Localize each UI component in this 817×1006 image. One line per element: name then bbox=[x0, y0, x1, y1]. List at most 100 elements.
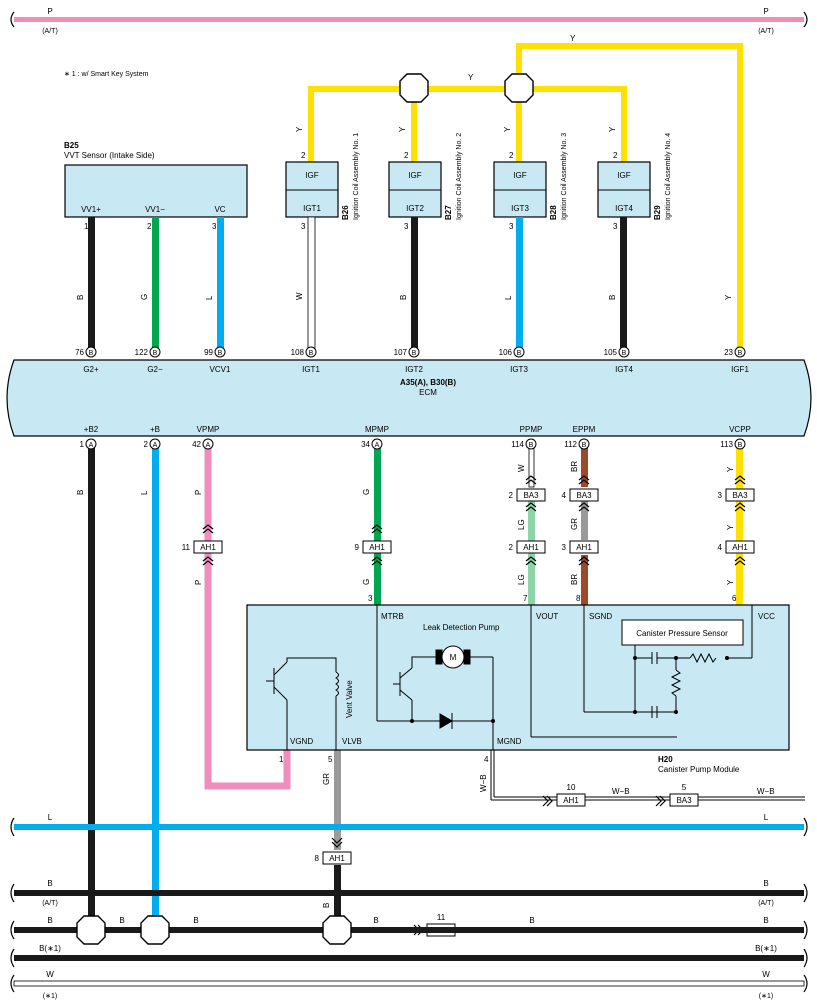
svg-text:4: 4 bbox=[484, 755, 489, 764]
splice-igf-1 bbox=[399, 73, 429, 103]
bus-note: (A/T) bbox=[42, 28, 58, 35]
bus-b-main: B B B B B B bbox=[10, 916, 808, 940]
svg-text:B: B bbox=[47, 879, 52, 888]
svg-text:76: 76 bbox=[75, 348, 84, 357]
bus-note: (A/T) bbox=[758, 28, 774, 35]
svg-text:2: 2 bbox=[144, 440, 149, 449]
svg-text:B: B bbox=[119, 916, 124, 925]
svg-text:A: A bbox=[153, 442, 158, 449]
svg-text:2: 2 bbox=[509, 491, 514, 500]
svg-text:B: B bbox=[738, 442, 743, 449]
vent-valve-label: Vent Valve bbox=[345, 680, 354, 718]
svg-text:IGT2: IGT2 bbox=[405, 365, 423, 374]
svg-text:9: 9 bbox=[355, 543, 360, 552]
svg-text:42: 42 bbox=[192, 440, 201, 449]
svg-text:1: 1 bbox=[279, 755, 284, 764]
svg-text:2: 2 bbox=[613, 151, 618, 160]
svg-text:AH1: AH1 bbox=[563, 796, 579, 805]
svg-text:IGF1: IGF1 bbox=[731, 365, 749, 374]
svg-text:2: 2 bbox=[404, 151, 409, 160]
svg-text:IGT3: IGT3 bbox=[510, 365, 528, 374]
svg-text:8: 8 bbox=[576, 594, 581, 603]
svg-text:IGF: IGF bbox=[408, 171, 421, 180]
svg-text:AH1: AH1 bbox=[329, 854, 345, 863]
svg-text:10: 10 bbox=[567, 783, 576, 792]
wire-label-b: B bbox=[76, 295, 85, 300]
svg-text:5: 5 bbox=[328, 755, 333, 764]
h20-name: Canister Pump Module bbox=[658, 765, 740, 774]
svg-text:IGT3: IGT3 bbox=[511, 204, 529, 213]
svg-text:BA3: BA3 bbox=[576, 491, 592, 500]
splice-points-bottom bbox=[76, 915, 352, 945]
svg-text:B: B bbox=[218, 350, 223, 357]
svg-text:114: 114 bbox=[511, 440, 524, 449]
svg-text:B: B bbox=[529, 916, 534, 925]
svg-text:AH1: AH1 bbox=[200, 543, 216, 552]
component-coil-3: IGF IGT3 2 3 B28 Ignition Coil Assembly … bbox=[493, 133, 568, 231]
svg-text:BA3: BA3 bbox=[732, 491, 748, 500]
svg-text:Y: Y bbox=[726, 579, 735, 585]
svg-text:IGF: IGF bbox=[513, 171, 526, 180]
svg-text:AH1: AH1 bbox=[369, 543, 385, 552]
svg-text:BR: BR bbox=[570, 574, 579, 585]
svg-text:G2+: G2+ bbox=[83, 365, 99, 374]
svg-text:VCPP: VCPP bbox=[729, 425, 751, 434]
wire-label-w: W bbox=[295, 292, 304, 300]
svg-text:B: B bbox=[763, 879, 768, 888]
svg-text:G2−: G2− bbox=[147, 365, 163, 374]
svg-text:1: 1 bbox=[80, 440, 85, 449]
svg-text:8: 8 bbox=[315, 854, 320, 863]
component-name: Ignition Coil Assembly No. 2 bbox=[456, 133, 463, 220]
svg-text:Y: Y bbox=[726, 466, 735, 472]
svg-text:MGND: MGND bbox=[497, 737, 522, 746]
wire-label-y: Y bbox=[608, 126, 617, 132]
bus-top-pink: P (A/T) P (A/T) bbox=[10, 7, 808, 35]
ecm-name: ECM bbox=[419, 388, 437, 397]
splice-b2 bbox=[76, 915, 106, 945]
svg-text:4: 4 bbox=[562, 491, 567, 500]
bus-b-star1: B(∗1) B(∗1) bbox=[10, 944, 808, 968]
svg-text:W: W bbox=[762, 970, 770, 979]
svg-text:122: 122 bbox=[135, 348, 149, 357]
pin-number: 1 bbox=[84, 222, 89, 231]
svg-text:(∗1): (∗1) bbox=[759, 993, 773, 1000]
svg-text:AH1: AH1 bbox=[523, 543, 539, 552]
svg-text:+B2: +B2 bbox=[84, 425, 99, 434]
svg-text:P: P bbox=[194, 490, 203, 495]
svg-text:106: 106 bbox=[499, 348, 513, 357]
note-smart-key: ∗ 1 : w/ Smart Key System bbox=[64, 71, 149, 78]
component-name: Ignition Coil Assembly No. 4 bbox=[665, 133, 672, 220]
svg-text:B: B bbox=[738, 350, 743, 357]
svg-text:L: L bbox=[764, 813, 769, 822]
svg-text:W: W bbox=[517, 464, 526, 472]
wire-label-l: L bbox=[504, 295, 513, 300]
pin-label: VC bbox=[214, 205, 225, 214]
svg-text:G: G bbox=[362, 489, 371, 495]
svg-text:W−B: W−B bbox=[757, 787, 775, 796]
svg-text:IGT2: IGT2 bbox=[406, 204, 424, 213]
component-coil-1: IGF IGT1 2 3 B26 Ignition Coil Assembly … bbox=[285, 133, 360, 231]
splice-b bbox=[140, 915, 170, 945]
svg-text:AH1: AH1 bbox=[576, 543, 592, 552]
svg-text:VCC: VCC bbox=[758, 612, 775, 621]
svg-text:AH1: AH1 bbox=[732, 543, 748, 552]
pin-label: VV1− bbox=[145, 205, 165, 214]
svg-text:(∗1): (∗1) bbox=[43, 993, 57, 1000]
svg-text:B: B bbox=[763, 916, 768, 925]
svg-text:112: 112 bbox=[564, 440, 577, 449]
svg-text:B: B bbox=[309, 350, 314, 357]
svg-text:IGF: IGF bbox=[305, 171, 318, 180]
svg-text:11: 11 bbox=[437, 913, 446, 922]
component-name: Ignition Coil Assembly No. 1 bbox=[353, 133, 360, 220]
svg-text:VCV1: VCV1 bbox=[210, 365, 231, 374]
wire-label-y: Y bbox=[724, 294, 733, 300]
